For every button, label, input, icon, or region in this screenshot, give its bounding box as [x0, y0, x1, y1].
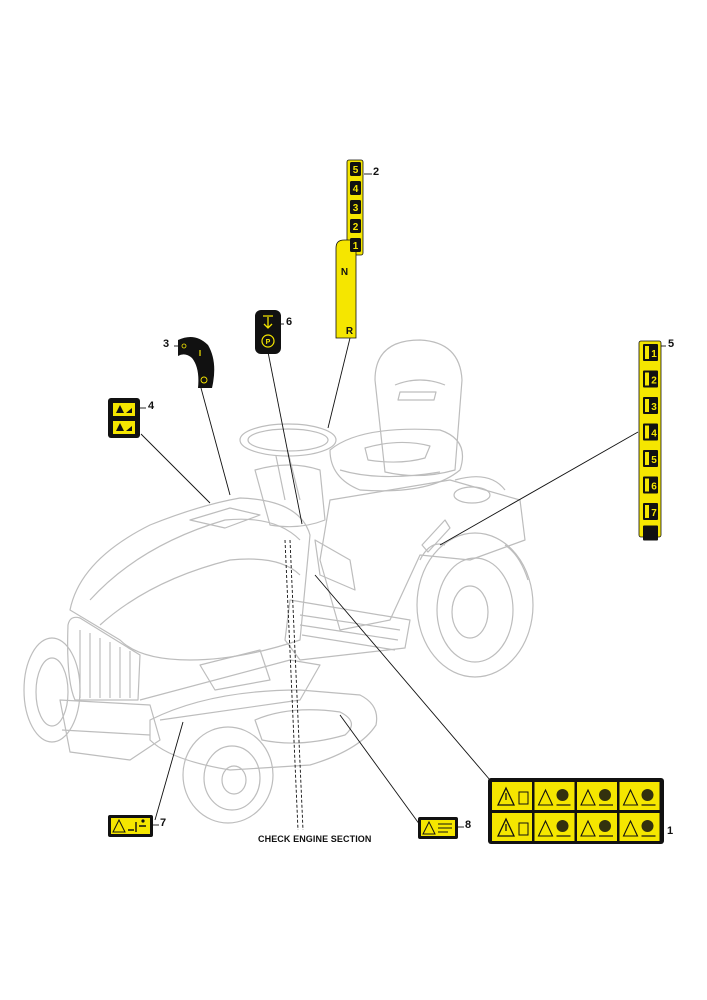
hazard-pictogram-icon — [556, 820, 569, 832]
gear-cell-box — [350, 162, 361, 176]
safety-icon-cell — [577, 813, 617, 841]
decal-1-safety-panel — [488, 778, 664, 844]
gear-cell-box — [350, 219, 361, 233]
callout-8: 8 — [465, 819, 472, 831]
decal-8-manual — [418, 817, 458, 839]
decal-4-mower-controls — [108, 398, 140, 438]
decal-2-gear-strip: 5 4 3 2 1N R — [335, 159, 364, 339]
svg-text:P: P — [266, 339, 271, 346]
leader-1 — [314, 574, 491, 781]
safety-icon-cell — [577, 782, 617, 810]
leader-2 — [327, 337, 351, 429]
gear-label: R — [346, 326, 354, 337]
hazard-triangle-icon — [580, 788, 596, 806]
gear-label: 1 — [353, 241, 359, 252]
gear-label: N — [341, 267, 348, 278]
read-manual-icon — [518, 791, 529, 805]
decal-7-warning — [108, 815, 153, 837]
safety-icon-cell — [492, 813, 532, 841]
leader-3 — [200, 387, 231, 496]
safety-icon-cell — [619, 813, 660, 841]
height-bar-icon — [645, 399, 649, 412]
leader-check-engine-2 — [289, 539, 304, 831]
gear-label: 4 — [353, 184, 359, 195]
leader-4 — [140, 433, 211, 504]
leader-lines — [140, 173, 666, 834]
height-label: 4 — [651, 429, 657, 440]
hazard-pictogram-icon — [641, 789, 654, 801]
decal-5-cutting-height-strip: 1 2 3 4 5 6 7 — [638, 340, 662, 541]
height-bar-icon — [645, 505, 649, 518]
callout-3: 3 — [163, 338, 170, 350]
decal-3-ignition — [178, 336, 215, 388]
safety-icon-cell — [492, 782, 532, 810]
hazard-pictogram-icon — [556, 789, 569, 801]
height-bar-icon — [645, 478, 649, 492]
gear-cell-box — [350, 200, 361, 214]
gear-label: 2 — [353, 222, 359, 233]
read-manual-icon — [518, 822, 529, 836]
height-label: 7 — [651, 508, 657, 519]
callout-7: 7 — [160, 817, 167, 829]
safety-icon-cell — [534, 782, 575, 810]
gear-cell-box — [350, 181, 361, 195]
tractor-outline — [23, 339, 534, 824]
height-label: 2 — [651, 376, 657, 387]
height-bar-icon — [645, 346, 649, 359]
hazard-triangle-icon — [622, 819, 639, 837]
gear-label: 3 — [353, 203, 359, 214]
hazard-triangle-icon — [537, 788, 554, 806]
height-bar-icon — [645, 452, 649, 465]
check-engine-caption: CHECK ENGINE SECTION — [258, 834, 372, 844]
warning-triangle-icon — [496, 817, 516, 837]
hazard-pictogram-icon — [599, 820, 611, 832]
height-label: 6 — [651, 482, 657, 493]
height-bar-icon — [645, 372, 649, 386]
leader-5 — [439, 431, 639, 546]
hazard-triangle-icon — [537, 819, 554, 837]
gear-label: 5 — [353, 165, 359, 176]
callout-6: 6 — [286, 316, 293, 328]
leader-8 — [339, 714, 421, 826]
hazard-triangle-icon — [622, 788, 639, 806]
safety-icon-cell — [619, 782, 660, 810]
lift-lever-icon — [643, 525, 658, 541]
callout-2: 2 — [373, 166, 380, 178]
height-label: 5 — [651, 455, 657, 466]
leader-check-engine — [284, 539, 299, 831]
leader-7 — [154, 721, 184, 821]
callout-5: 5 — [668, 338, 675, 350]
safety-icon-cell — [534, 813, 575, 841]
parking-brake-icon — [261, 334, 275, 348]
decal-6-parking-brake: P — [255, 310, 281, 354]
leader-6 — [267, 351, 303, 525]
hazard-pictogram-icon — [641, 820, 654, 832]
callout-1: 1 — [667, 825, 674, 837]
warning-triangle-icon — [496, 786, 516, 806]
callout-4: 4 — [148, 400, 155, 412]
hazard-triangle-icon — [580, 819, 596, 837]
height-bar-icon — [645, 425, 649, 439]
height-label: 3 — [651, 402, 657, 413]
hazard-pictogram-icon — [599, 789, 611, 801]
height-label: 1 — [651, 349, 657, 360]
gear-cell-box — [350, 238, 361, 252]
